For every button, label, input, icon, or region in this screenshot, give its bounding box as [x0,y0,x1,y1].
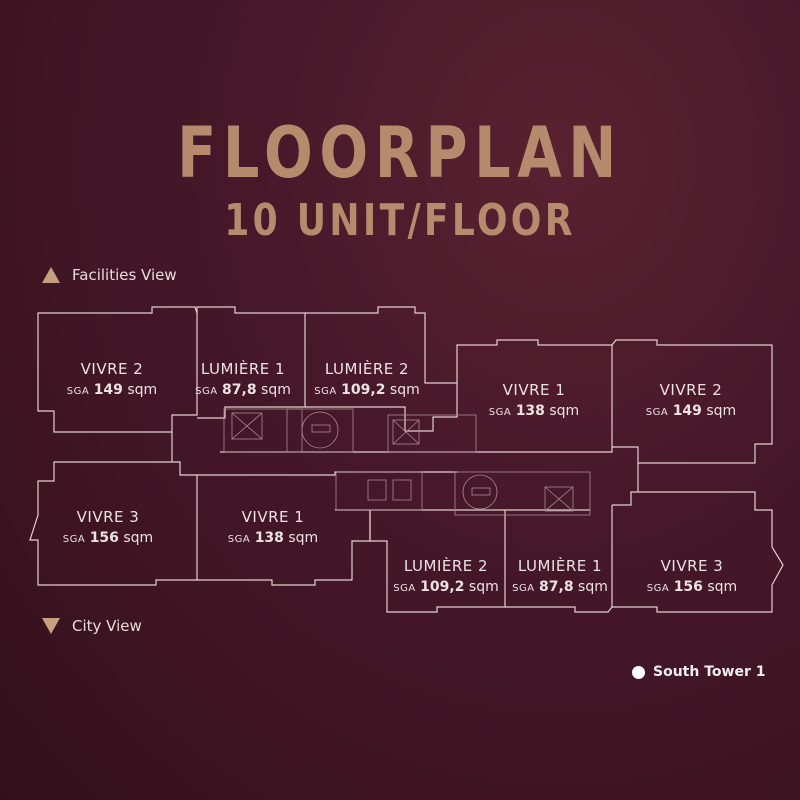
unit-lumiere-1-city[interactable]: LUMIÈRE 1 SGA 87,8 sqm [485,557,635,595]
unit-outline [612,491,784,613]
unit-area: SGA 149 sqm [66,382,158,398]
page-subtitle: 10 UNIT/FLOOR [224,195,576,246]
unit-name: VIVRE 1 [502,381,566,399]
unit-name: VIVRE 3 [660,557,724,575]
unit-area: SGA 138 sqm [488,403,580,419]
unit-vivre-1-city[interactable]: VIVRE 1 SGA 138 sqm [198,508,348,546]
unit-area: SGA 109,2 sqm [393,579,499,595]
unit-area: SGA 109,2 sqm [314,382,420,398]
unit-outline [611,339,773,464]
unit-name: VIVRE 2 [80,360,144,378]
unit-vivre-2-facilities[interactable]: VIVRE 2 SGA 149 sqm [37,360,187,398]
unit-area: SGA 138 sqm [227,530,319,546]
core-outline [223,408,591,516]
triangle-up-icon [42,267,60,283]
unit-area: SGA 149 sqm [645,403,737,419]
unit-name: LUMIÈRE 1 [200,360,286,378]
unit-name: VIVRE 3 [76,508,140,526]
unit-vivre-1-facilities[interactable]: VIVRE 1 SGA 138 sqm [459,381,609,419]
unit-lumiere-2-city[interactable]: LUMIÈRE 2 SGA 109,2 sqm [371,557,521,595]
unit-outline [37,306,198,433]
unit-lumiere-2-facilities[interactable]: LUMIÈRE 2 SGA 109,2 sqm [292,360,442,398]
unit-vivre-2-east[interactable]: VIVRE 2 SGA 149 sqm [616,381,766,419]
unit-area: SGA 87,8 sqm [195,382,291,398]
unit-outline [456,339,613,453]
unit-outline [505,505,613,613]
unit-lumiere-1-facilities[interactable]: LUMIÈRE 1 SGA 87,8 sqm [168,360,318,398]
city-view-text: City View [72,617,142,635]
unit-name: LUMIÈRE 2 [324,360,410,378]
dot-icon [632,665,645,679]
facilities-view-label: Facilities View [42,266,177,284]
unit-name: LUMIÈRE 1 [517,557,603,575]
unit-name: VIVRE 1 [241,508,305,526]
unit-outline [305,306,458,432]
unit-vivre-3-city[interactable]: VIVRE 3 SGA 156 sqm [33,508,183,546]
city-view-label: City View [42,617,142,635]
facilities-view-text: Facilities View [72,266,177,284]
unit-vivre-3-east[interactable]: VIVRE 3 SGA 156 sqm [617,557,767,595]
unit-area: SGA 87,8 sqm [512,579,608,595]
legend-label: South Tower 1 [653,664,766,680]
page-title: FLOORPLAN [177,112,623,194]
tower-legend: South Tower 1 [632,664,765,680]
unit-name: LUMIÈRE 2 [403,557,489,575]
unit-area: SGA 156 sqm [646,579,738,595]
unit-outline [29,461,198,586]
triangle-down-icon [42,618,60,634]
unit-name: VIVRE 2 [659,381,723,399]
unit-area: SGA 156 sqm [62,530,154,546]
